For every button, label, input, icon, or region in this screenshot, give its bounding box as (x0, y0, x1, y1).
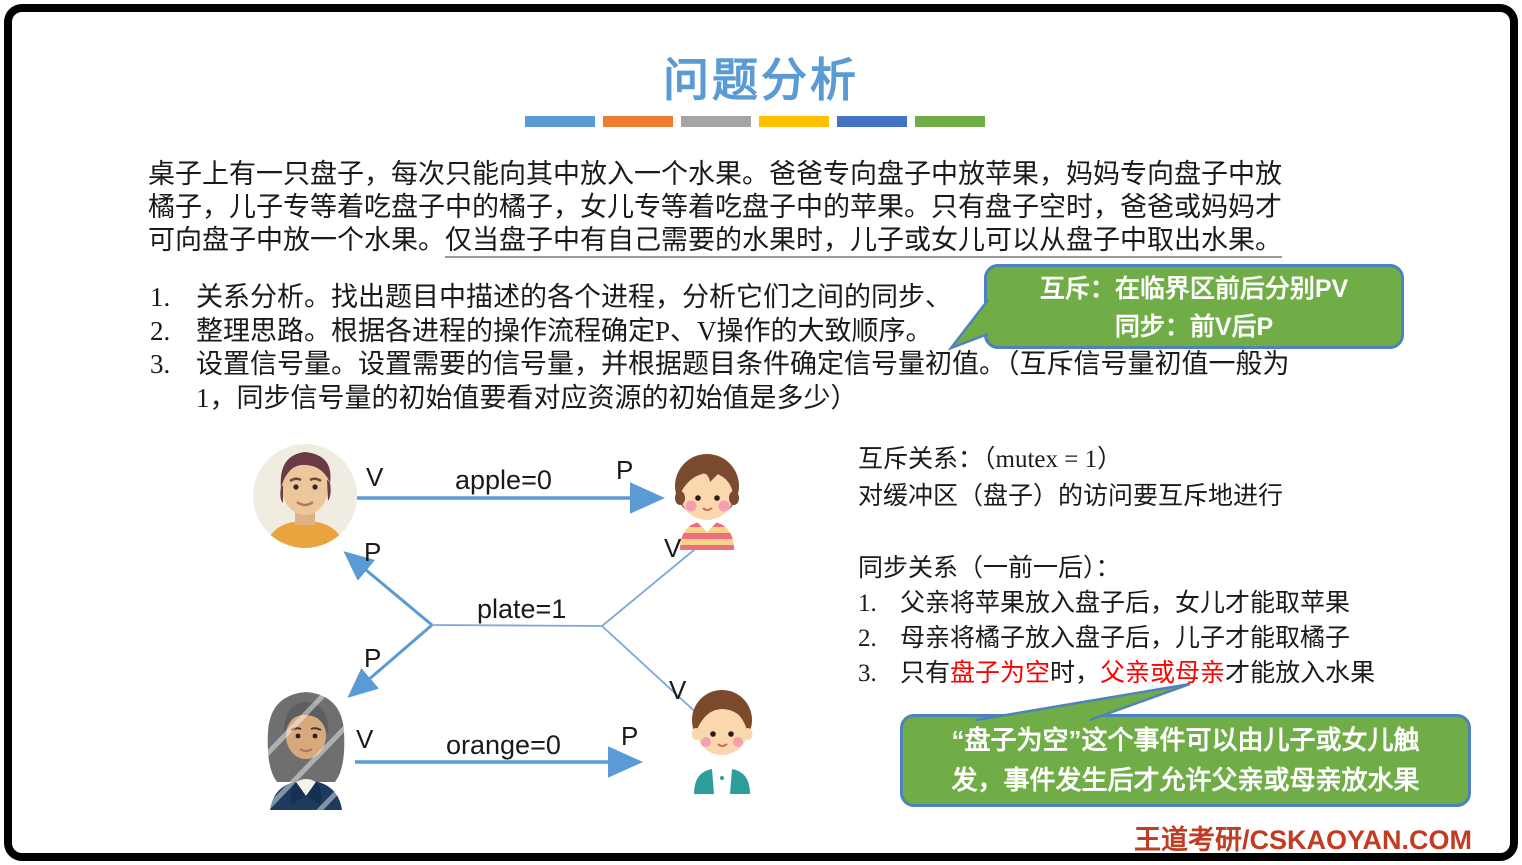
v-label-son-plate: V (669, 675, 687, 705)
plate-empty-callout: “盘子为空”这个事件可以由儿子或女儿触 发，事件发生后才允许父亲或母亲放水果 (900, 714, 1471, 807)
sync-item-2: 2. 母亲将橘子放入盘子后，儿子才能取橘子 (858, 621, 1375, 656)
step-text: 关系分析。找出题目中描述的各个进程，分析它们之间的同步、 (196, 282, 952, 312)
step-text-line2: 1，同步信号量的初始值要看对应资源的初始值是多少） (196, 382, 858, 413)
mutex-sync-callout: 互斥：在临界区前后分别PV 同步：前V后P (984, 264, 1404, 349)
step-item-1: 1. 关系分析。找出题目中描述的各个进程，分析它们之间的同步、 (150, 281, 1290, 315)
callout-bottom-tail (975, 682, 1191, 722)
daughter-avatar (675, 454, 739, 550)
plate-line (431, 624, 603, 627)
callout-top-tail (948, 299, 989, 351)
son-to-plate-line (601, 625, 703, 719)
father-avatar (253, 444, 357, 548)
step-number: 1. (150, 282, 171, 312)
p-label-father-plate: P (364, 537, 382, 567)
step-text: 整理思路。根据各进程的操作流程确定P、V操作的大致顺序。 (196, 315, 933, 346)
step-number: 2. (150, 315, 171, 346)
accent-bar (759, 116, 829, 127)
plate-semaphore-label: plate=1 (477, 594, 567, 624)
sync-text-plain: 时， (1050, 660, 1101, 687)
son-avatar (691, 690, 753, 794)
intro-line3-plain: 可向盘子中放一个水果。 (148, 225, 445, 255)
accent-bar (681, 116, 751, 127)
mother-avatar (256, 686, 356, 810)
sync-text-plain: 只有 (900, 660, 951, 687)
orange-semaphore-label: orange=0 (446, 730, 561, 760)
sync-number: 2. (858, 625, 877, 652)
p-label-mother-plate: P (364, 643, 382, 673)
callout-line: “盘子为空”这个事件可以由儿子或女儿触 (951, 725, 1420, 755)
mutex-description: 对缓冲区（盘子）的访问要互斥地进行 (858, 483, 1284, 510)
sync-heading: 同步关系（一前一后）： (858, 555, 1121, 582)
sync-text-highlight: 盘子为空 (950, 660, 1051, 687)
sync-number: 1. (858, 590, 877, 617)
sync-text-highlight: 父亲或母亲 (1100, 660, 1226, 687)
p-label-daughter-apple: P (616, 455, 634, 485)
accent-bar (525, 116, 595, 127)
page-title: 问题分析 (663, 55, 859, 106)
step-text-line1: 设置信号量。设置需要的信号量，并根据题目条件确定信号量初值。（互斥信号量初值一般… (196, 349, 1290, 379)
plate-to-mother-arrow (347, 623, 433, 698)
sync-relation-block: 同步关系（一前一后）： 1. 父亲将苹果放入盘子后，女儿才能取苹果 2. 母亲将… (858, 551, 1375, 691)
v-label-mother-orange: V (356, 724, 374, 754)
sync-text-plain: 才能放入水果 (1225, 660, 1376, 687)
step-item-2: 2. 整理思路。根据各进程的操作流程确定P、V操作的大致顺序。 (150, 315, 1290, 349)
sync-item-1: 1. 父亲将苹果放入盘子后，女儿才能取苹果 (858, 586, 1375, 621)
step-number: 3. (150, 349, 171, 379)
v-label-father-apple: V (366, 462, 384, 492)
mutex-heading: 互斥关系：（mutex = 1） (858, 446, 1123, 473)
daughter-to-plate-line (601, 544, 701, 627)
mutex-relation-block: 互斥关系：（mutex = 1） 对缓冲区（盘子）的访问要互斥地进行 (858, 441, 1283, 515)
accent-bar (603, 116, 673, 127)
accent-bars (525, 116, 985, 127)
method-steps: 1. 关系分析。找出题目中描述的各个进程，分析它们之间的同步、 2. 整理思路。… (150, 281, 1290, 415)
watermark: 王道考研/CSKAOYAN.COM (1134, 825, 1473, 855)
accent-bar (837, 116, 907, 127)
step-item-3: 3. 设置信号量。设置需要的信号量，并根据题目条件确定信号量初值。（互斥信号量初… (150, 348, 1290, 415)
v-label-daughter-plate: V (664, 533, 682, 563)
intro-line2: 橘子，儿子专等着吃盘子中的橘子，女儿专等着吃盘子中的苹果。只有盘子空时，爸爸或妈… (148, 192, 1282, 222)
callout-line: 发，事件发生后才允许父亲或母亲放水果 (951, 765, 1420, 795)
apple-semaphore-label: apple=0 (455, 465, 552, 495)
sync-text: 母亲将橘子放入盘子后，儿子才能取橘子 (900, 625, 1351, 652)
relation-arrows (343, 482, 703, 778)
step-text: 设置信号量。设置需要的信号量，并根据题目条件确定信号量初值。（互斥信号量初值一般… (196, 348, 1290, 415)
intro-line1: 桌子上有一只盘子，每次只能向其中放入一个水果。爸爸专向盘子中放苹果，妈妈专向盘子… (148, 159, 1282, 189)
intro-line3-underlined: 仅当盘子中有自己需要的水果时，儿子或女儿可以从盘子中取出水果。 (445, 225, 1282, 258)
p-label-son-orange: P (621, 721, 639, 751)
accent-bar (915, 116, 985, 127)
callout-line: 同步：前V后P (1114, 313, 1274, 341)
callout-line: 互斥：在临界区前后分别PV (1039, 275, 1349, 303)
sync-text: 父亲将苹果放入盘子后，女儿才能取苹果 (900, 590, 1351, 617)
plate-to-father-arrow (343, 551, 433, 627)
sync-text: 只有盘子为空时，父亲或母亲才能放入水果 (900, 656, 1375, 691)
sync-item-3: 3. 只有盘子为空时，父亲或母亲才能放入水果 (858, 656, 1375, 691)
problem-statement: 桌子上有一只盘子，每次只能向其中放入一个水果。爸爸专向盘子中放苹果，妈妈专向盘子… (148, 158, 1418, 258)
sync-number: 3. (858, 660, 877, 687)
